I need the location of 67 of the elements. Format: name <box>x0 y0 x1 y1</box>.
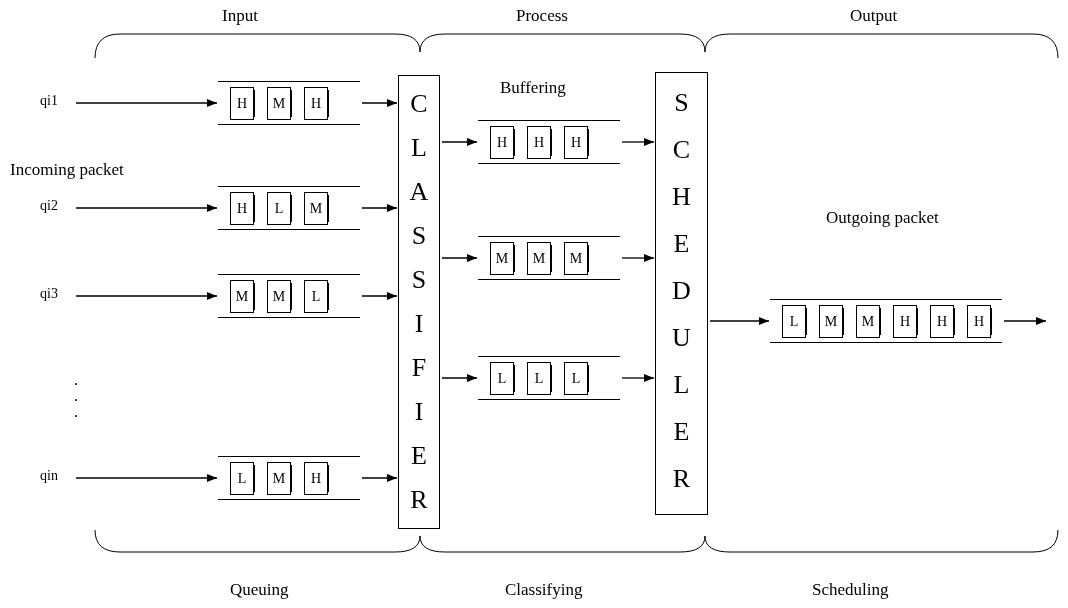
arrow <box>441 254 478 262</box>
packet-box: L <box>782 305 806 338</box>
packet-box: M <box>819 305 843 338</box>
queue-lane <box>218 456 360 500</box>
packet-box: M <box>267 462 291 495</box>
packet-box: L <box>490 362 514 395</box>
queue-lane <box>770 299 1002 343</box>
queue-lane <box>478 356 620 400</box>
ellipsis-dots: . . . <box>74 372 80 420</box>
arrow <box>621 254 655 262</box>
packet-box: M <box>490 242 514 275</box>
packet-box: M <box>527 242 551 275</box>
arrow <box>621 374 655 382</box>
stage-label: Classifying <box>505 580 583 600</box>
packet-box: M <box>230 280 254 313</box>
packet-box: M <box>267 280 291 313</box>
arrow <box>75 474 218 482</box>
caption-text: Outgoing packet <box>826 208 939 228</box>
stage-label: Scheduling <box>812 580 889 600</box>
queue-label: qi1 <box>40 93 74 113</box>
queue-label: qin <box>40 468 74 488</box>
packet-box: H <box>930 305 954 338</box>
packet-box: H <box>490 126 514 159</box>
packet-box: L <box>304 280 328 313</box>
packet-box: M <box>304 192 328 225</box>
packet-box: H <box>527 126 551 159</box>
arrow <box>441 374 478 382</box>
queue-lane <box>218 274 360 318</box>
arrow <box>1003 317 1047 325</box>
arrow <box>361 474 398 482</box>
packet-box: H <box>967 305 991 338</box>
packet-box: H <box>304 87 328 120</box>
packet-box: L <box>527 362 551 395</box>
arrow <box>75 292 218 300</box>
arrow <box>709 317 770 325</box>
arrow <box>441 138 478 146</box>
queue-label: qi2 <box>40 198 74 218</box>
queue-label: qi3 <box>40 286 74 306</box>
packet-box: L <box>267 192 291 225</box>
arrow <box>75 204 218 212</box>
queue-lane <box>218 186 360 230</box>
arrow <box>621 138 655 146</box>
section-heading: Input <box>222 6 258 26</box>
packet-box: M <box>564 242 588 275</box>
queue-lane <box>478 236 620 280</box>
arrow <box>361 99 398 107</box>
packet-box: L <box>230 462 254 495</box>
section-heading: Buffering <box>500 78 566 98</box>
scheduler-box: S C H E D U L E R <box>655 72 708 515</box>
packet-box: H <box>230 87 254 120</box>
queue-lane <box>478 120 620 164</box>
arrow <box>75 99 218 107</box>
packet-box: H <box>564 126 588 159</box>
classifier-box: C L A S S I F I E R <box>398 75 440 529</box>
packet-box: M <box>856 305 880 338</box>
arrow <box>361 292 398 300</box>
packet-box: L <box>564 362 588 395</box>
packet-box: M <box>267 87 291 120</box>
packet-box: H <box>893 305 917 338</box>
packet-box: H <box>230 192 254 225</box>
arrow <box>361 204 398 212</box>
queue-lane <box>218 81 360 125</box>
section-heading: Output <box>850 6 898 26</box>
section-heading: Process <box>516 6 568 26</box>
packet-box: H <box>304 462 328 495</box>
caption-text: Incoming packet <box>10 160 124 180</box>
stage-label: Queuing <box>230 580 289 600</box>
